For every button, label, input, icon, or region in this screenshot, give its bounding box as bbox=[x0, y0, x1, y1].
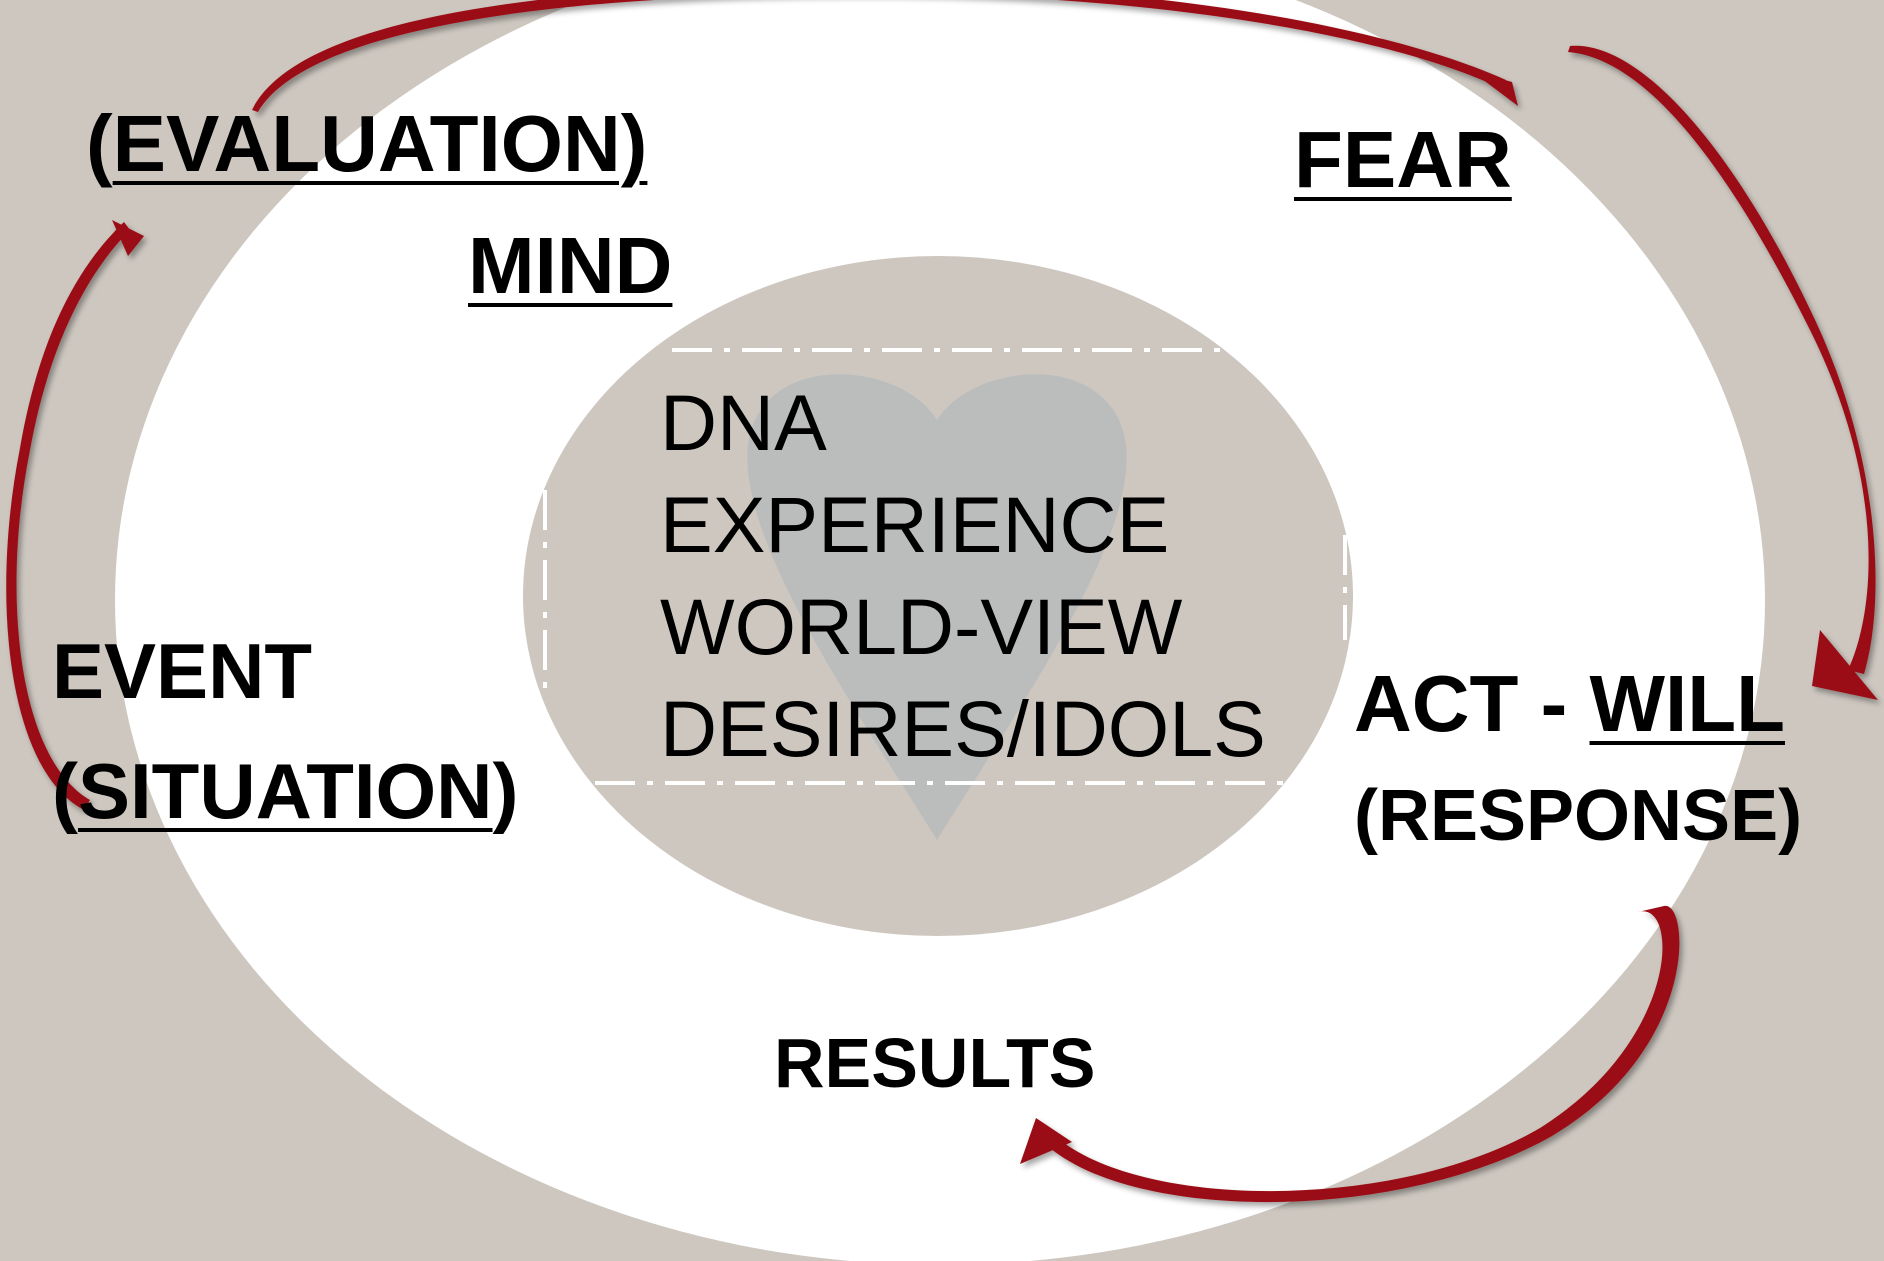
core-list: DNA EXPERIENCE WORLD-VIEW DESIRES/IDOLS bbox=[660, 372, 1266, 780]
core-item-dna: DNA bbox=[660, 378, 827, 467]
results-label: RESULTS bbox=[774, 1024, 1096, 1102]
evaluation-word: EVALUATION) bbox=[112, 99, 648, 188]
arrow-event-to-evaluation bbox=[6, 220, 144, 810]
act-prefix: ACT - bbox=[1354, 659, 1590, 748]
arrow-act-to-results bbox=[1020, 905, 1680, 1203]
situation-label: (SITUATION) bbox=[52, 752, 519, 830]
will-word: WILL bbox=[1589, 659, 1785, 748]
core-item-experience: EXPERIENCE bbox=[660, 480, 1170, 569]
fear-label: FEAR bbox=[1294, 115, 1512, 204]
core-item-desires-idols: DESIRES/IDOLS bbox=[660, 684, 1266, 773]
situation-open-paren: ( bbox=[52, 747, 78, 835]
arrow-evaluation-to-fear bbox=[252, 0, 1518, 112]
situation-word: SITUATION bbox=[77, 747, 493, 835]
mind-label: MIND bbox=[468, 221, 673, 310]
core-frame bbox=[543, 348, 1347, 785]
event-label: EVENT bbox=[52, 627, 313, 715]
heart-icon bbox=[747, 374, 1127, 840]
evaluation-label: (EVALUATION) bbox=[86, 104, 647, 184]
arrow-fear-to-act bbox=[1568, 45, 1878, 700]
core-item-world-view: WORLD-VIEW bbox=[660, 582, 1183, 671]
evaluation-open-paren: ( bbox=[86, 99, 113, 188]
situation-close-paren: ) bbox=[492, 747, 519, 835]
act-will-label: ACT - WILL bbox=[1354, 664, 1785, 744]
response-label: (RESPONSE) bbox=[1354, 776, 1803, 856]
